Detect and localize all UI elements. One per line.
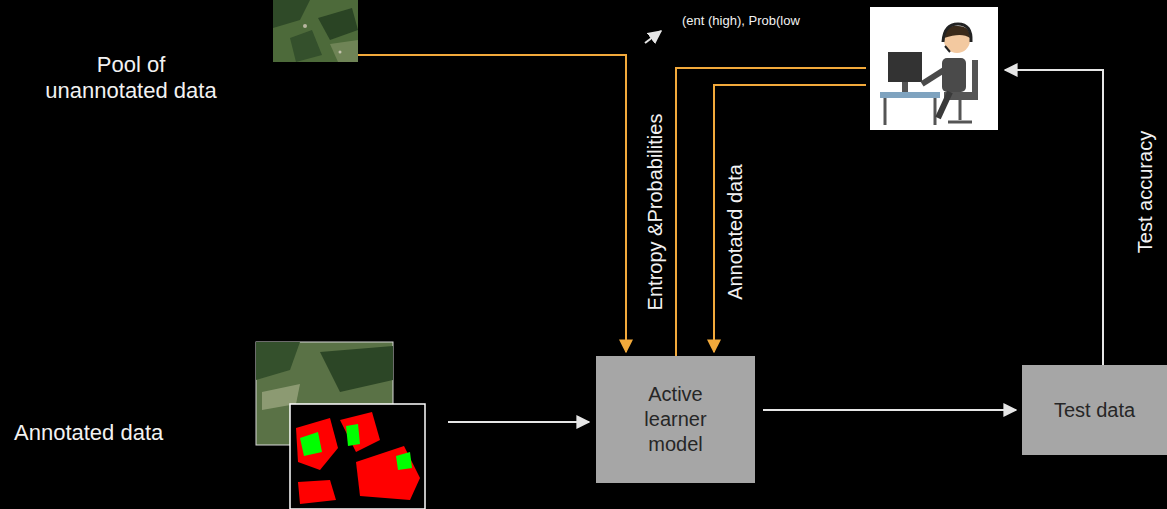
arm xyxy=(922,70,944,84)
monitor-stand xyxy=(902,82,908,92)
chair-base xyxy=(948,121,972,124)
annotated-thumbnail xyxy=(256,342,425,509)
query-pool-line xyxy=(358,55,626,352)
pool-label: Pool of unannotated data xyxy=(40,52,222,105)
forest-patch xyxy=(256,342,300,380)
mask-region xyxy=(356,446,420,500)
mask-image xyxy=(290,404,425,509)
monitor xyxy=(888,52,922,82)
icon-ground xyxy=(870,7,998,130)
mask-region xyxy=(346,424,360,446)
entropy-label: Entropy &Probabilities xyxy=(643,114,667,311)
field-patch xyxy=(330,40,358,62)
model-box: Active learner model xyxy=(596,356,755,483)
test-data-box: Test data xyxy=(1022,365,1167,455)
annotator-icon xyxy=(870,7,998,130)
desk-leg xyxy=(884,98,887,125)
village-dot xyxy=(339,51,342,54)
forest-patch xyxy=(273,0,310,28)
box-label: Test data xyxy=(1054,398,1135,423)
mask-region xyxy=(340,412,380,452)
pointer-arrow xyxy=(645,31,661,43)
desk-leg xyxy=(934,98,937,125)
forest-patch xyxy=(318,8,358,40)
forest-patch xyxy=(320,346,393,392)
satellite-thumbnail xyxy=(273,0,358,62)
annotated-data-label: Annotated data xyxy=(723,164,747,300)
chair-back xyxy=(972,60,978,94)
uncertainty-line xyxy=(676,68,866,356)
village-dot xyxy=(303,24,307,28)
flow-arrow xyxy=(763,409,1016,411)
chair-leg xyxy=(959,100,962,120)
image-ground xyxy=(273,0,358,62)
accuracy-feedback-arrow xyxy=(1005,70,1103,365)
leg xyxy=(938,92,950,118)
mask-region xyxy=(396,452,412,470)
box-label: Active learner model xyxy=(626,382,725,457)
annotated-data-label: Annotated data xyxy=(14,420,163,446)
training-input-arrow xyxy=(448,421,589,423)
annotation-return-line xyxy=(714,85,866,352)
query-criterion-label: (ent (high), Prob(low xyxy=(682,13,800,29)
headset xyxy=(943,24,971,42)
forest-patch xyxy=(290,30,322,62)
desk xyxy=(880,92,940,98)
mask-region xyxy=(298,480,336,504)
mask-region xyxy=(300,432,322,456)
accuracy-label: Test accuracy xyxy=(1133,131,1157,253)
microphone xyxy=(945,46,950,52)
torso xyxy=(942,58,966,92)
mask-region xyxy=(296,418,338,470)
